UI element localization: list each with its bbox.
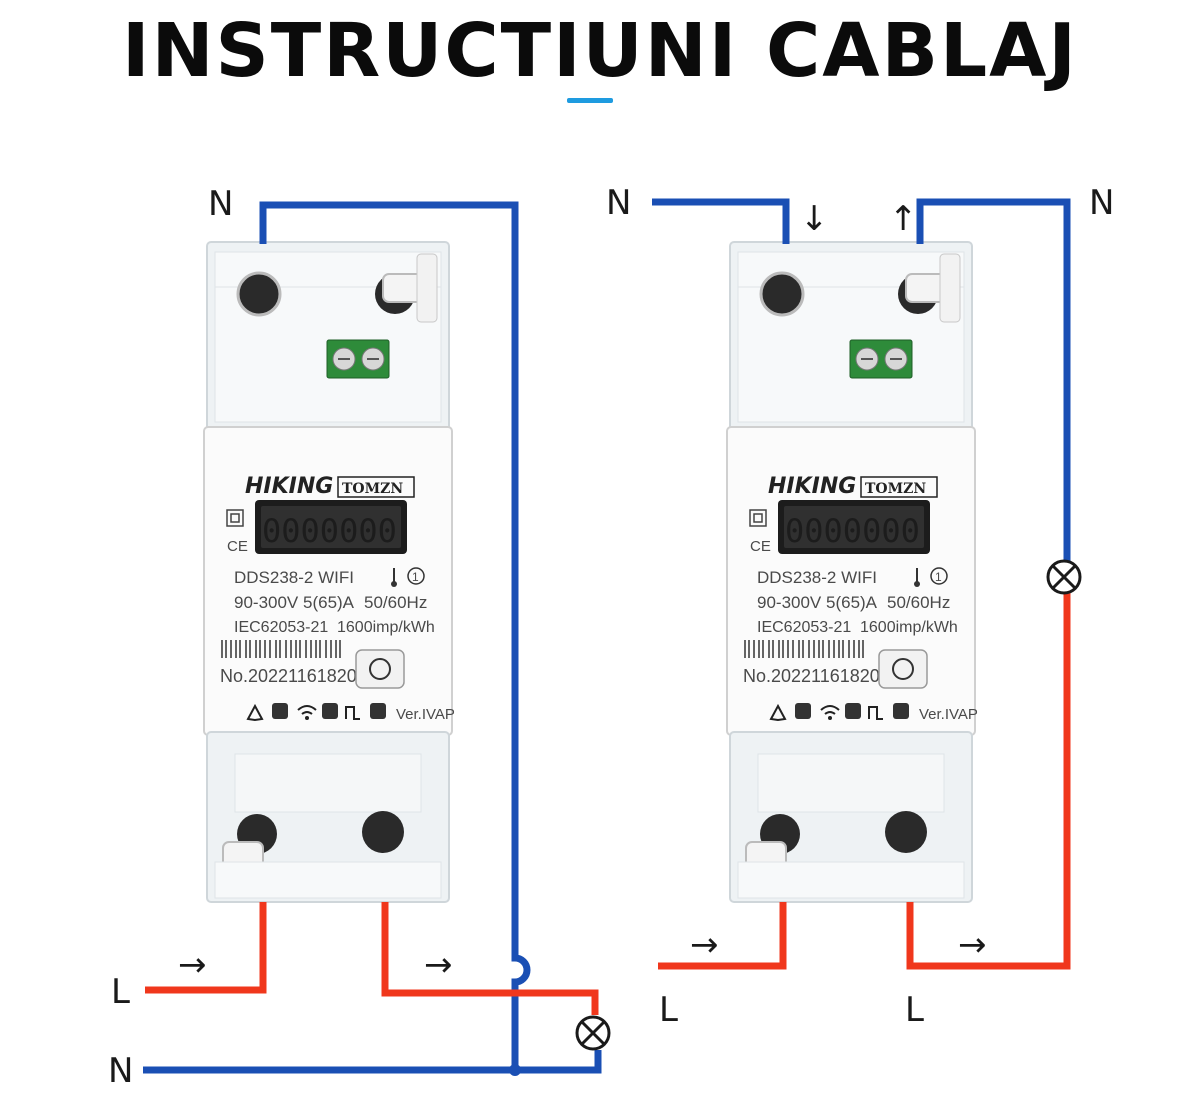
reset-icon: [878, 649, 928, 689]
right-arrow-out: →: [958, 925, 987, 965]
left-serial: No.202211618207: [220, 666, 367, 686]
page-title: INSTRUCTIUNI CABLAJ: [122, 8, 1078, 94]
left-live-wire: [145, 902, 599, 1015]
left-arrow-in: →: [178, 945, 207, 985]
left-version: Ver.IVAP: [396, 706, 455, 723]
right-l-right-label: L: [905, 990, 924, 1030]
double-insulation-icon: [226, 509, 244, 527]
left-standard: IEC62053-21: [234, 619, 328, 636]
right-arrow-down: ↓: [800, 199, 829, 239]
reset-icon: [355, 649, 405, 689]
warning-icon: [769, 703, 787, 722]
left-n-top-label: N: [208, 184, 233, 224]
left-arrow-out: →: [424, 945, 453, 985]
right-meter-brand2: TOMZN: [865, 481, 926, 497]
right-arrow-up: ↑: [889, 199, 918, 239]
title-underline: [567, 98, 613, 103]
left-frequency: 50/60Hz: [364, 593, 427, 612]
left-constant: 1600imp/kWh: [337, 619, 435, 636]
left-class: 1: [412, 570, 419, 584]
right-frequency: 50/60Hz: [887, 593, 950, 612]
right-class: 1: [935, 570, 942, 584]
right-serial: No.202211618207: [743, 666, 890, 686]
right-ce-mark: CE: [750, 538, 771, 555]
left-neutral-wire: [143, 201, 602, 1074]
right-model: DDS238-2 WIFI: [757, 568, 877, 587]
lamp-icon: [575, 1015, 611, 1051]
right-constant: 1600imp/kWh: [860, 619, 958, 636]
right-arrow-in: →: [690, 925, 719, 965]
left-barcode-lines: [221, 640, 341, 658]
left-ce-mark: CE: [227, 538, 248, 555]
left-junction-dot: [509, 1064, 521, 1076]
warning-icon: [246, 703, 264, 722]
right-lcd-display: 0000000: [785, 512, 920, 550]
right-neutral-wire: [652, 198, 1071, 561]
right-rating: 90-300V 5(65)A: [757, 593, 878, 612]
right-n-right-label: N: [1089, 183, 1114, 223]
left-n-bottom-label: N: [108, 1051, 133, 1091]
wifi-icon: [297, 705, 317, 720]
left-lcd-display: 0000000: [262, 512, 397, 550]
left-meter-face: HIKING TOMZN CE 0000000 DDS238-2 WIFI 1 …: [220, 474, 455, 723]
right-l-left-label: L: [659, 990, 678, 1030]
right-version: Ver.IVAP: [919, 706, 978, 723]
left-rating: 90-300V 5(65)A: [234, 593, 355, 612]
lamp-icon: [1046, 559, 1082, 595]
thermometer-icon: [391, 568, 397, 587]
right-meter-face: HIKING TOMZN CE 0000000 DDS238-2 WIFI 1 …: [743, 474, 978, 723]
wifi-icon: [820, 705, 840, 720]
double-insulation-icon: [749, 509, 767, 527]
right-live-wire: [658, 593, 1071, 970]
pulse-icon: [868, 706, 883, 720]
right-meter-brand: HIKING: [768, 474, 856, 499]
right-barcode-lines: [744, 640, 864, 658]
right-n-left-label: N: [606, 183, 631, 223]
left-meter-brand: HIKING: [245, 474, 333, 499]
pulse-icon: [345, 706, 360, 720]
left-model: DDS238-2 WIFI: [234, 568, 354, 587]
left-l-label: L: [111, 972, 130, 1012]
left-meter-brand2: TOMZN: [342, 481, 403, 497]
thermometer-icon: [914, 568, 920, 587]
right-standard: IEC62053-21: [757, 619, 851, 636]
